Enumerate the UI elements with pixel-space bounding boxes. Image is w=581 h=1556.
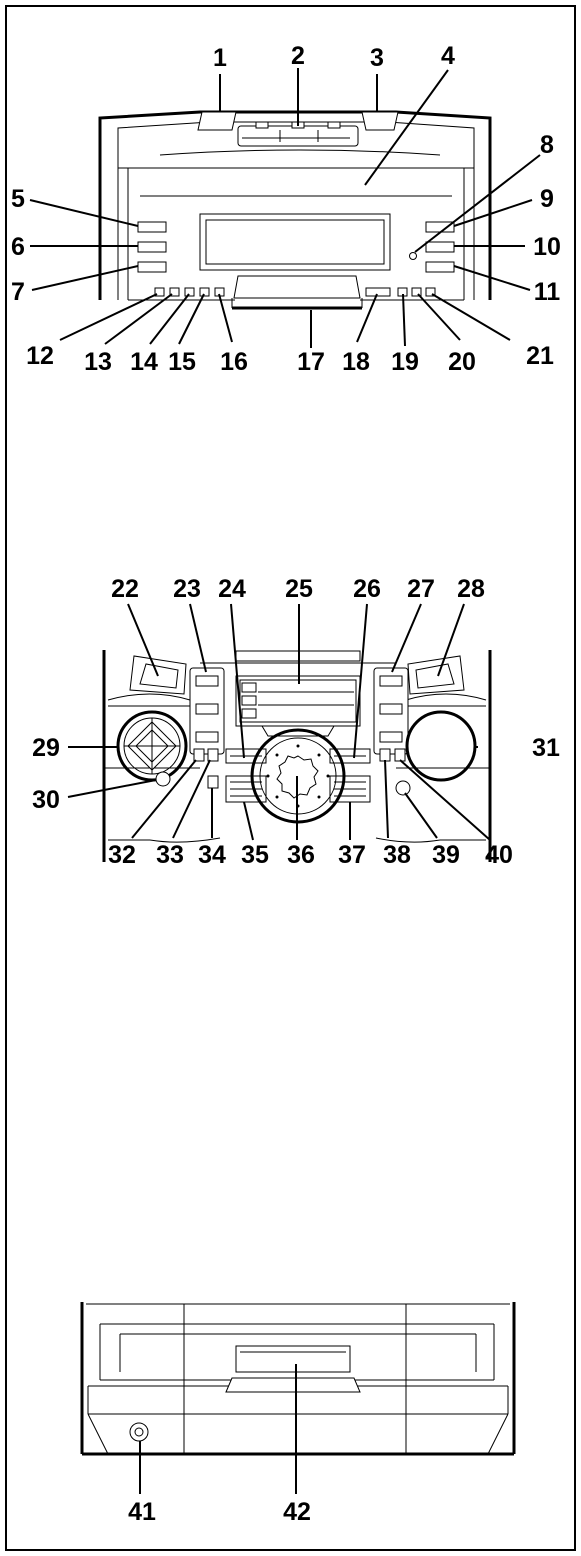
callout-23: 23 xyxy=(173,575,201,603)
callout-14: 14 xyxy=(130,348,158,376)
callout-10: 10 xyxy=(533,233,561,261)
callout-13: 13 xyxy=(84,348,112,376)
callout-31: 31 xyxy=(532,734,560,762)
callout-11: 11 xyxy=(534,278,561,306)
cassette-deck-leaders xyxy=(139,1364,297,1494)
callout-6: 6 xyxy=(11,233,25,261)
callout-24: 24 xyxy=(218,575,246,603)
callout-15: 15 xyxy=(168,348,196,376)
callout-18: 18 xyxy=(342,348,370,376)
callout-29: 29 xyxy=(32,734,60,762)
callout-3: 3 xyxy=(370,44,384,72)
callout-17: 17 xyxy=(297,348,325,376)
callout-labels: 1 2 3 4 5 6 7 8 9 10 11 12 13 14 15 16 1… xyxy=(11,42,561,1526)
callout-25: 25 xyxy=(285,575,313,603)
main-unit-leaders xyxy=(67,603,491,841)
top-panel-view xyxy=(98,110,492,310)
callout-21: 21 xyxy=(526,342,554,370)
callout-4: 4 xyxy=(441,42,455,70)
callout-16: 16 xyxy=(220,348,248,376)
callout-26: 26 xyxy=(353,575,381,603)
page-border xyxy=(5,5,576,1551)
callout-30: 30 xyxy=(32,786,60,814)
callout-36: 36 xyxy=(287,841,315,869)
callout-8: 8 xyxy=(540,131,554,159)
cassette-deck-view xyxy=(80,1302,516,1456)
callout-7: 7 xyxy=(11,278,25,306)
callout-5: 5 xyxy=(11,185,25,213)
callout-2: 2 xyxy=(291,42,305,70)
callout-12: 12 xyxy=(26,342,54,370)
callout-41: 41 xyxy=(128,1498,156,1526)
callout-28: 28 xyxy=(457,575,485,603)
callout-19: 19 xyxy=(391,348,419,376)
callout-1: 1 xyxy=(213,44,227,72)
callout-27: 27 xyxy=(407,575,435,603)
callout-37: 37 xyxy=(338,841,366,869)
callout-34: 34 xyxy=(198,841,226,869)
callout-33: 33 xyxy=(156,841,184,869)
callout-35: 35 xyxy=(241,841,269,869)
callout-39: 39 xyxy=(432,841,460,869)
callout-42: 42 xyxy=(283,1498,311,1526)
callout-9: 9 xyxy=(540,185,554,213)
callout-38: 38 xyxy=(383,841,411,869)
callout-32: 32 xyxy=(108,841,136,869)
callout-40: 40 xyxy=(485,841,513,869)
callout-20: 20 xyxy=(448,348,476,376)
top-panel-leaders xyxy=(29,68,541,348)
callout-22: 22 xyxy=(111,575,139,603)
